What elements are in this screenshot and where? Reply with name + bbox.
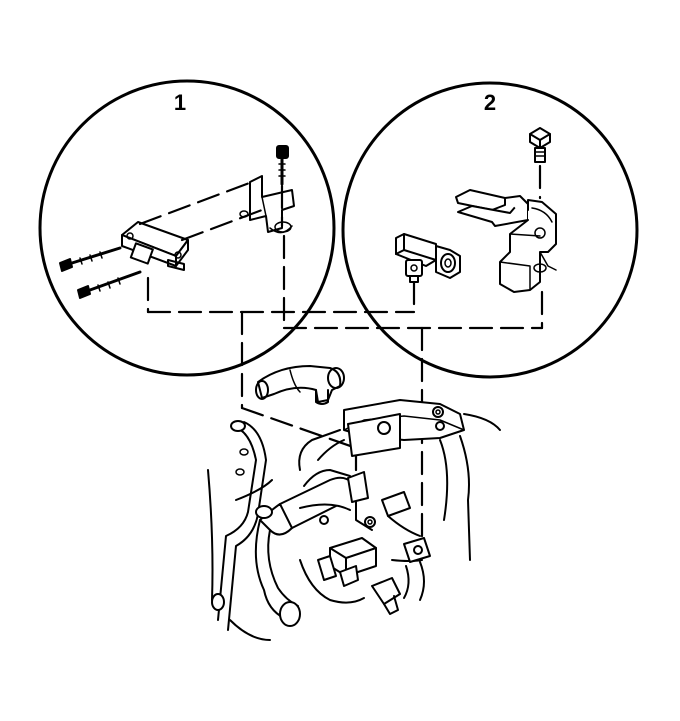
pressure-sensor-1 — [121, 221, 189, 271]
installed-sensor — [317, 537, 377, 587]
detail-1-circle — [38, 79, 336, 377]
leader-lines — [146, 234, 544, 550]
vacuum-hose-elbow — [255, 365, 345, 405]
bracket-bolt-1 — [276, 145, 289, 228]
detail-view-1: 1 — [38, 79, 336, 377]
wiring-harness — [299, 469, 431, 615]
detail-2-circle — [341, 81, 639, 379]
sensor-screw-lower — [77, 270, 142, 299]
sensor-screw-upper — [59, 246, 122, 272]
sensor-bracket-1 — [239, 175, 295, 234]
detail-1-callout: 1 — [174, 90, 186, 115]
detail-2-callout: 2 — [484, 90, 496, 115]
detail-view-2: 2 — [341, 81, 639, 379]
sensor-bracket-2 — [455, 189, 557, 293]
engine-assembly — [207, 365, 501, 641]
pressure-sensor-2 — [395, 233, 461, 283]
bracket-bolt-2 — [529, 127, 551, 200]
